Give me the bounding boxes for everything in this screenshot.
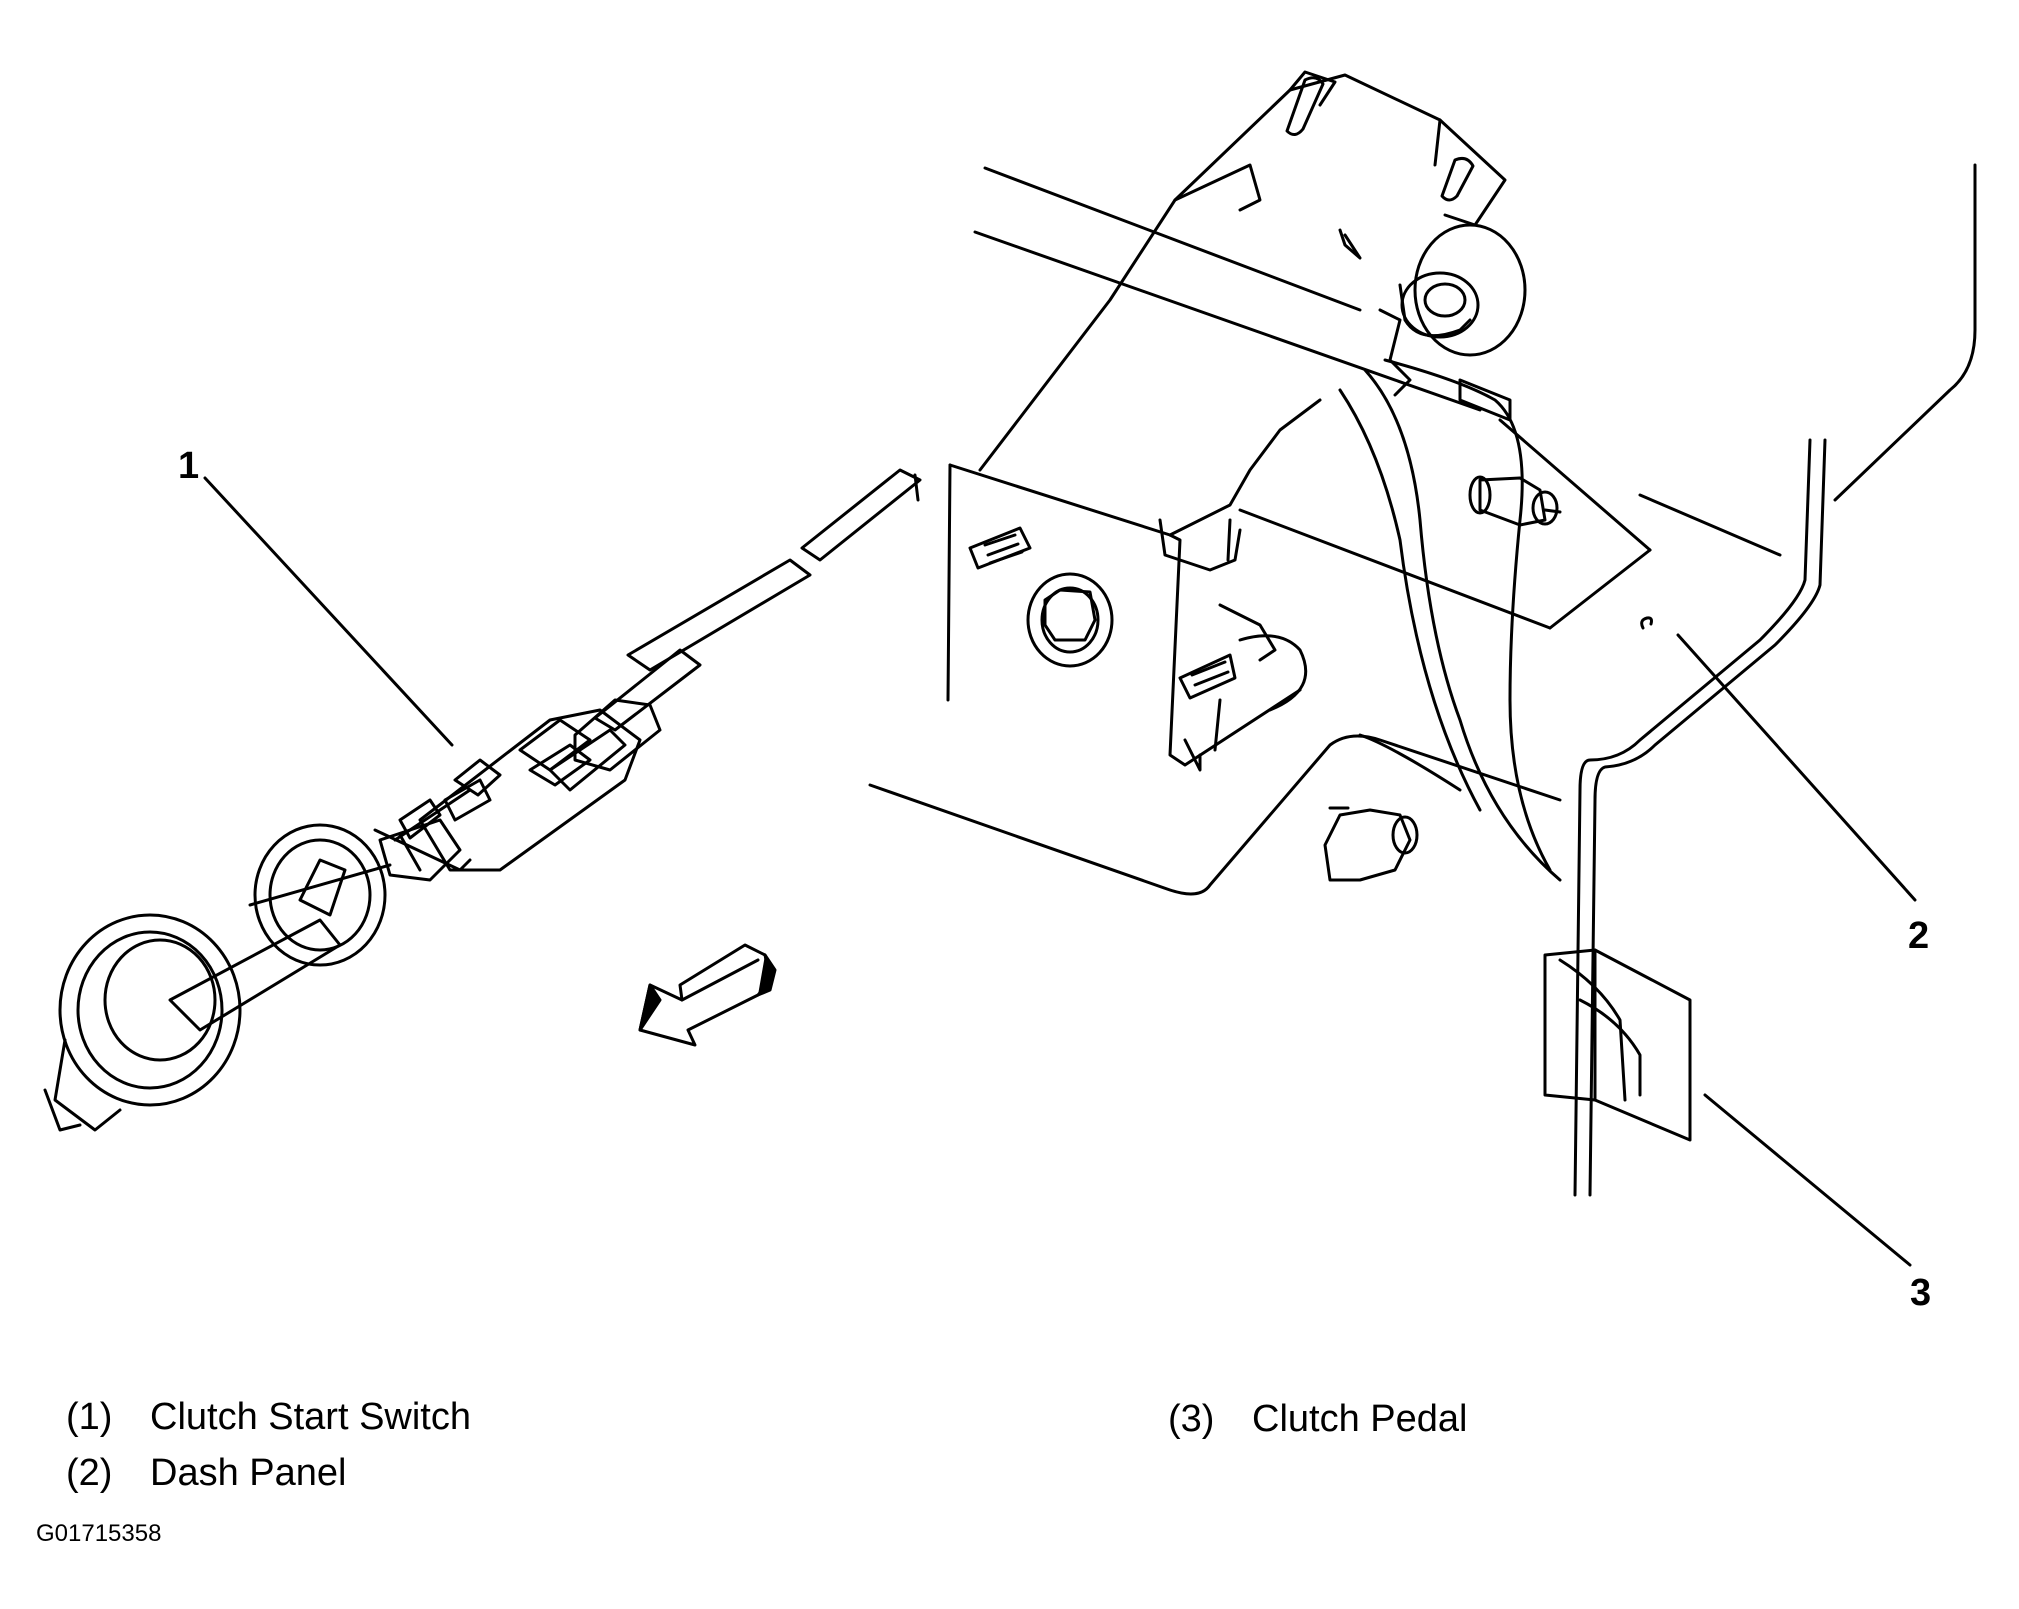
legend-label: Clutch Start Switch: [150, 1396, 471, 1438]
callout-2: 2: [1908, 915, 1929, 957]
clutch-pedal-arm: [1323, 358, 1562, 882]
callout-1: 1: [178, 445, 199, 487]
legend-number: (2): [66, 1452, 113, 1494]
legend-number: (1): [66, 1396, 113, 1438]
legend-number: (3): [1168, 1398, 1215, 1440]
pedal-bracket: [946, 70, 1507, 772]
bracket-studs: [968, 526, 1237, 700]
removal-direction-arrow: [638, 943, 777, 1047]
legend-item-2: (2) Dash Panel: [66, 1451, 346, 1495]
pedal-pivot: [1378, 223, 1527, 397]
callout-3: 3: [1910, 1272, 1931, 1314]
clutch-start-switch: [43, 468, 922, 1132]
pedal-support-panel: [868, 166, 1652, 896]
clutch-pedal-pad: [1543, 948, 1692, 1142]
legend-label: Dash Panel: [150, 1452, 347, 1494]
figure-id: G01715358: [36, 1520, 162, 1547]
dash-panel: [1573, 163, 1977, 1197]
legend-item-1: (1) Clutch Start Switch: [66, 1395, 471, 1439]
callout-leaders: [203, 476, 1917, 1267]
legend-label: Clutch Pedal: [1252, 1398, 1468, 1440]
legend-item-3: (3) Clutch Pedal: [1168, 1397, 1467, 1441]
